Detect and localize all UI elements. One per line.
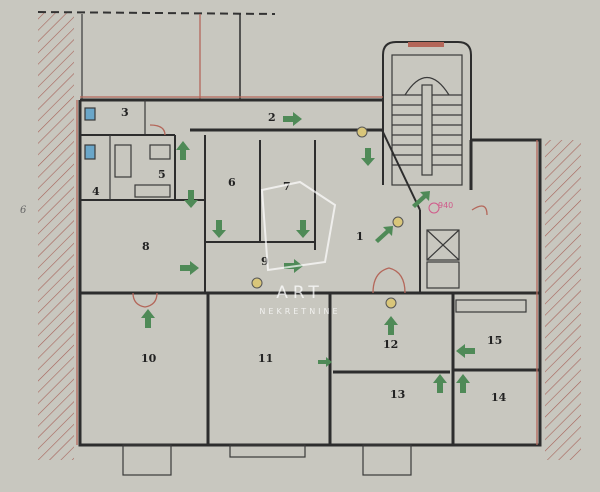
room-label-14: 14 (491, 391, 507, 404)
right-party-wall (545, 140, 581, 460)
room-label-4: 4 (92, 185, 100, 198)
left-party-wall (38, 12, 74, 460)
room-label-10: 10 (141, 352, 157, 365)
lamp-icons (251, 126, 404, 309)
doors (132, 124, 488, 308)
bathroom-fixtures (84, 107, 171, 198)
room-label-2: 2 (268, 111, 276, 124)
room-label-12: 12 (383, 338, 398, 351)
room-label-11: 11 (258, 352, 273, 365)
room-label-7: 7 (283, 180, 291, 193)
room-label-9: 9 (261, 255, 269, 268)
watermark: ART NEKRETNINE (259, 180, 340, 316)
walls (78, 98, 542, 447)
margin-mark: 6 (20, 205, 27, 216)
svg-text:NEKRETNINE: NEKRETNINE (259, 307, 340, 316)
pipe-marker (428, 202, 440, 214)
installation-lines (76, 96, 538, 445)
room-label-1: 1 (356, 230, 364, 243)
room-label-8: 8 (142, 240, 150, 253)
room-labels: 2 3 4 5 6 7 8 9 1 10 11 12 13 14 15 6 94… (20, 106, 507, 404)
windows (122, 444, 412, 476)
room-label-6: 6 (228, 176, 236, 189)
room-label-5: 5 (158, 168, 166, 181)
room-label-3: 3 (121, 106, 129, 119)
room-label-15: 15 (487, 334, 502, 347)
stairwell (382, 41, 472, 289)
exit-arrows (141, 112, 475, 393)
pipe-label: 940 (438, 201, 453, 210)
dashed-boundary (37, 11, 276, 15)
svg-text:ART: ART (276, 283, 324, 303)
room-label-13: 13 (390, 388, 405, 401)
